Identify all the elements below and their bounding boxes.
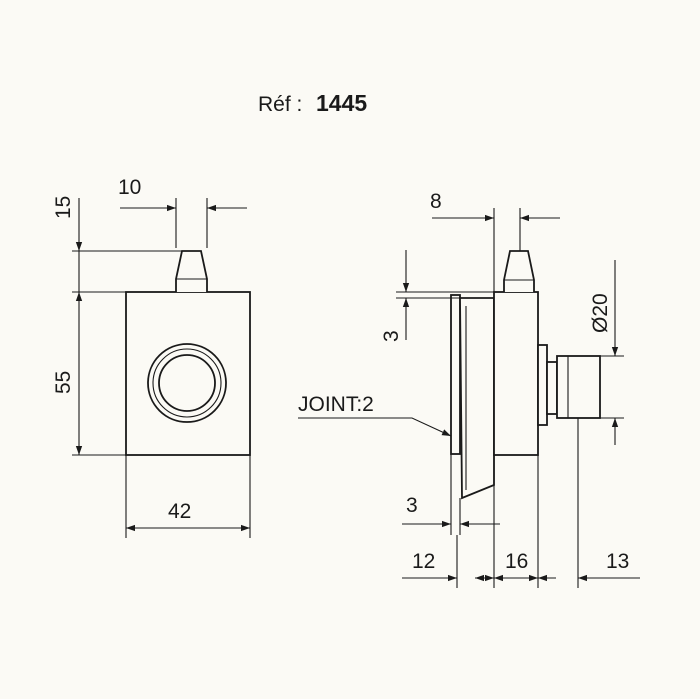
front-stud-outline xyxy=(175,250,208,292)
button-inner-ring xyxy=(158,354,216,412)
side-button-cylinder xyxy=(556,355,601,419)
front-view: 10 15 55 42 xyxy=(52,176,251,538)
joint-leader-line xyxy=(298,417,452,437)
dim-13-label: 13 xyxy=(606,550,629,573)
dim-55-label: 55 xyxy=(52,371,75,394)
side-stud-outline xyxy=(503,250,535,292)
joint-label: JOINT:2 xyxy=(298,393,374,416)
title: Réf : 1445 xyxy=(258,90,367,116)
title-prefix: Réf : xyxy=(258,93,302,116)
dim-d20-label: Ø20 xyxy=(589,293,612,333)
side-view: 8 3 Ø20 JOINT:2 3 12 16 13 xyxy=(298,190,640,588)
button-middle-ring xyxy=(152,348,222,418)
dim-3-top-label: 3 xyxy=(380,330,403,342)
dim-10-label: 10 xyxy=(118,176,141,199)
side-main-block xyxy=(493,291,539,456)
dim-16-label: 16 xyxy=(505,550,528,573)
joint-strip xyxy=(450,294,461,455)
dim-42-label: 42 xyxy=(168,500,191,523)
title-reference-number: 1445 xyxy=(316,90,367,116)
dim-3-bottom-label: 3 xyxy=(406,494,418,517)
dim-15-label: 15 xyxy=(52,196,75,219)
side-plate xyxy=(459,297,495,500)
side-flange xyxy=(537,344,548,426)
dim-8-label: 8 xyxy=(430,190,442,213)
dim-12-label: 12 xyxy=(412,550,435,573)
side-flange-step xyxy=(546,361,558,415)
